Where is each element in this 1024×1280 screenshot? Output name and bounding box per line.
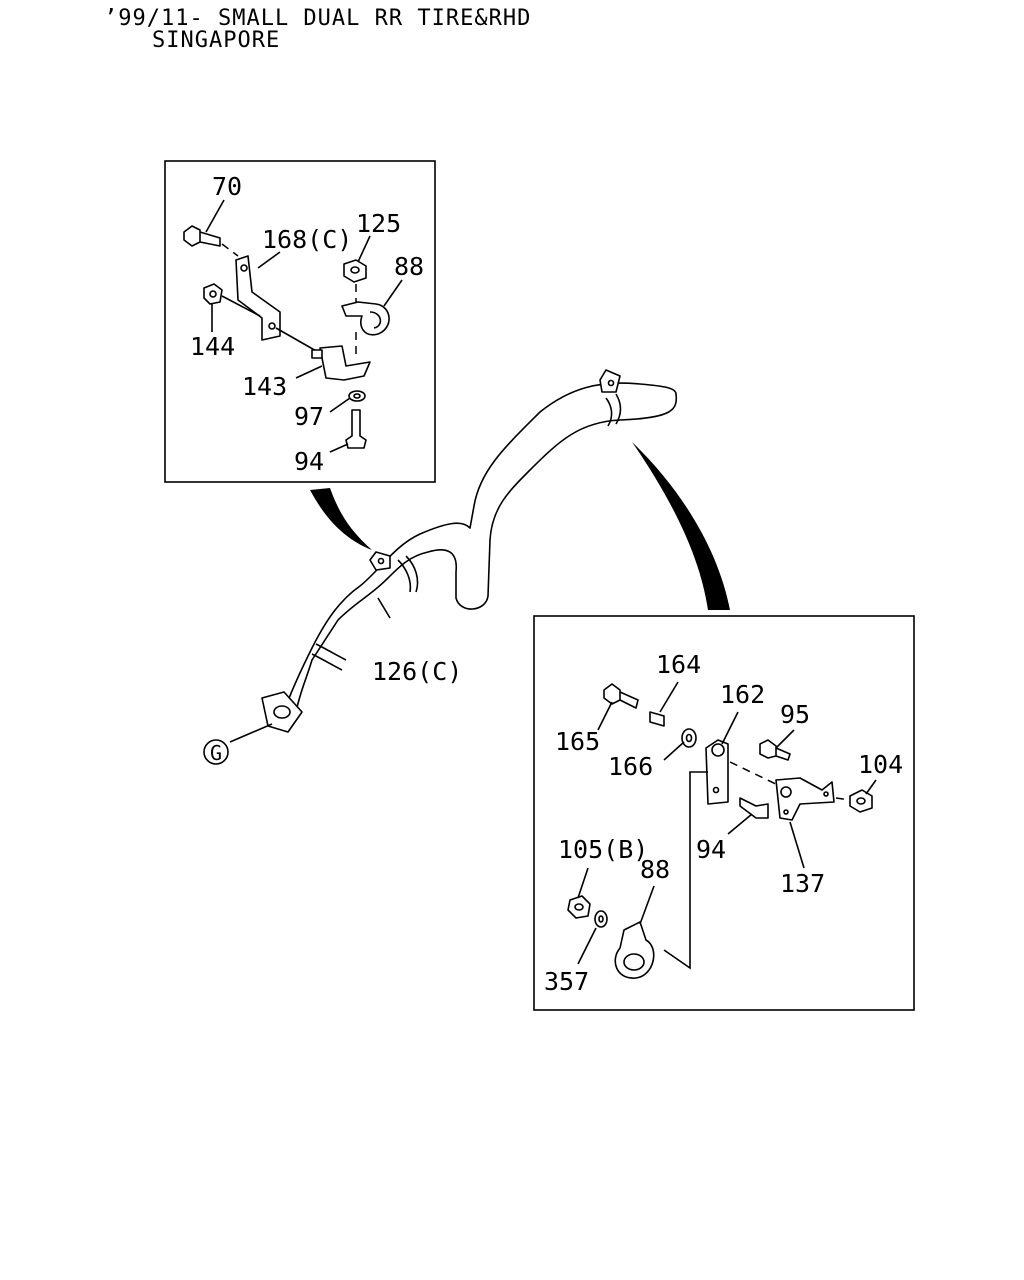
callout-168c: 168(C) xyxy=(262,225,352,254)
assembly-line-70 xyxy=(221,243,239,257)
bolt-70 xyxy=(183,225,221,247)
bracket-143 xyxy=(319,345,371,381)
clamp-88-upper-coil xyxy=(369,311,382,329)
g-marker-letter: G xyxy=(210,741,222,765)
g-marker-circle xyxy=(203,739,229,765)
assembly-line-162 xyxy=(729,761,781,787)
bolt-94-lower xyxy=(739,797,769,819)
callout-104: 104 xyxy=(858,750,903,779)
clamp-88-upper xyxy=(341,301,390,336)
bracket-137-slot xyxy=(823,791,829,797)
clamp-88-lower-bore xyxy=(623,953,645,971)
bracket-168c-hole-bottom xyxy=(268,322,276,330)
nut-144-bore xyxy=(209,290,217,298)
callout-94-upper: 94 xyxy=(294,447,324,476)
bracket-137-tab-hole xyxy=(783,809,789,815)
diagram-title: ’99/11- SMALL DUAL RR TIRE&RHD xyxy=(104,6,532,31)
detail-lower-parts xyxy=(567,683,873,979)
callout-143: 143 xyxy=(242,372,287,401)
hose-clamp-band-middle xyxy=(397,555,419,593)
bracket-143-stud xyxy=(311,349,323,359)
callout-labels: 70 168(C) 125 88 144 143 97 94 126(C) G … xyxy=(190,172,903,996)
callout-70: 70 xyxy=(212,172,242,201)
callout-126c: 126(C) xyxy=(372,657,462,686)
nut-105b-bore xyxy=(574,903,584,911)
callout-88-lower: 88 xyxy=(640,855,670,884)
callout-105b: 105(B) xyxy=(558,835,648,864)
pin-164 xyxy=(649,711,665,727)
callout-88-upper: 88 xyxy=(394,252,424,281)
leader-lines-upper xyxy=(205,199,403,619)
callout-95: 95 xyxy=(780,700,810,729)
callout-164: 164 xyxy=(656,650,701,679)
callout-166: 166 xyxy=(608,752,653,781)
nut-104-bore xyxy=(856,797,866,805)
callout-97: 97 xyxy=(294,402,324,431)
bolt-95 xyxy=(759,739,791,761)
hose-assembly xyxy=(261,369,678,733)
bracket-168c xyxy=(235,255,281,341)
detail-pointer-arrow-right xyxy=(632,442,730,610)
bracket-162-bushing xyxy=(711,743,725,757)
assembly-line-143 xyxy=(275,327,319,353)
hose-clip-top-hole xyxy=(607,379,615,387)
detail-upper-parts xyxy=(183,225,390,449)
washer-97-hole xyxy=(353,393,361,399)
hose-flange-bore xyxy=(273,705,291,719)
callout-165: 165 xyxy=(555,727,600,756)
detail-box-upper xyxy=(164,160,436,483)
nut-125-bore xyxy=(350,266,360,274)
assembly-line-162-to-88 xyxy=(663,771,708,970)
assembly-line-104 xyxy=(835,797,851,801)
callout-125: 125 xyxy=(356,209,401,238)
assembly-line-144 xyxy=(221,295,261,317)
bracket-162-hole xyxy=(712,786,720,794)
hose-ring-lower xyxy=(311,643,347,671)
bracket-137-hole xyxy=(780,786,792,798)
detail-box-lower xyxy=(533,615,915,1011)
callout-94-lower: 94 xyxy=(696,835,726,864)
leader-lines-lower xyxy=(229,681,877,965)
washer-166-hole xyxy=(685,733,693,743)
bracket-162 xyxy=(705,739,729,805)
bolt-94-upper xyxy=(345,409,367,449)
bracket-168c-hole-top xyxy=(240,264,248,272)
diagram-subtitle: SINGAPORE xyxy=(152,28,281,53)
callout-144: 144 xyxy=(190,332,235,361)
callout-162: 162 xyxy=(720,680,765,709)
callout-357: 357 xyxy=(544,967,589,996)
washer-357-hole xyxy=(598,915,604,923)
hose-clamp-band-upper xyxy=(605,393,622,427)
bolt-165 xyxy=(603,683,639,709)
hose-pipe xyxy=(285,382,678,719)
detail-pointer-arrow-left xyxy=(310,488,372,550)
callout-137: 137 xyxy=(780,869,825,898)
hose-clip-middle-hole xyxy=(377,557,385,565)
